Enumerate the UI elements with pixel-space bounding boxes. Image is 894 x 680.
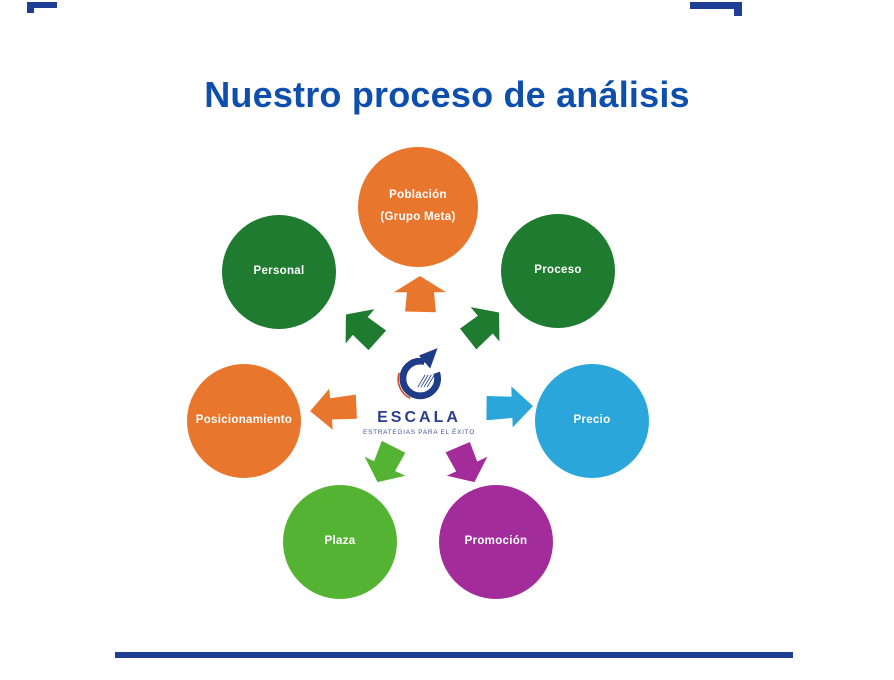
page-title: Nuestro proceso de análisis (204, 74, 690, 115)
node-plaza: Plaza (283, 485, 397, 599)
bottom-frame-line (115, 652, 793, 658)
node-label-posicionamiento: Posicionamiento (195, 414, 293, 427)
node-precio: Precio (535, 364, 649, 478)
logo-name: ESCALA (377, 409, 461, 426)
node-posicionamiento: Posicionamiento (187, 364, 301, 478)
node-proceso: Proceso (501, 214, 615, 328)
node-poblacion: Población(Grupo Meta) (358, 147, 478, 267)
arrow-to-personal (330, 296, 393, 360)
corner-frame-top-left (27, 2, 57, 13)
escala-logo: ESCALA ESTRATEGIAS PARA EL ÉXITO (362, 344, 476, 436)
arrow-to-promocion (436, 436, 496, 493)
node-label-precio: Precio (573, 414, 611, 427)
node-promocion: Promoción (439, 485, 553, 599)
node-label-promocion: Promoción (464, 535, 528, 548)
node-label-personal: Personal (253, 265, 305, 278)
node-label-proceso: Proceso (534, 264, 582, 277)
arrow-to-precio (484, 384, 534, 430)
node-label-poblacion: Población(Grupo Meta) (380, 189, 456, 223)
arrow-to-plaza (356, 436, 416, 493)
corner-frame-top-right (690, 2, 742, 16)
node-personal: Personal (222, 215, 336, 329)
arrow-to-poblacion (392, 275, 448, 313)
escala-arrow-icon (397, 344, 450, 400)
arrow-to-proceso (451, 294, 514, 358)
arrow-to-posicionamiento (308, 385, 360, 433)
logo-tagline: ESTRATEGIAS PARA EL ÉXITO (363, 429, 475, 436)
node-label-plaza: Plaza (324, 535, 356, 548)
